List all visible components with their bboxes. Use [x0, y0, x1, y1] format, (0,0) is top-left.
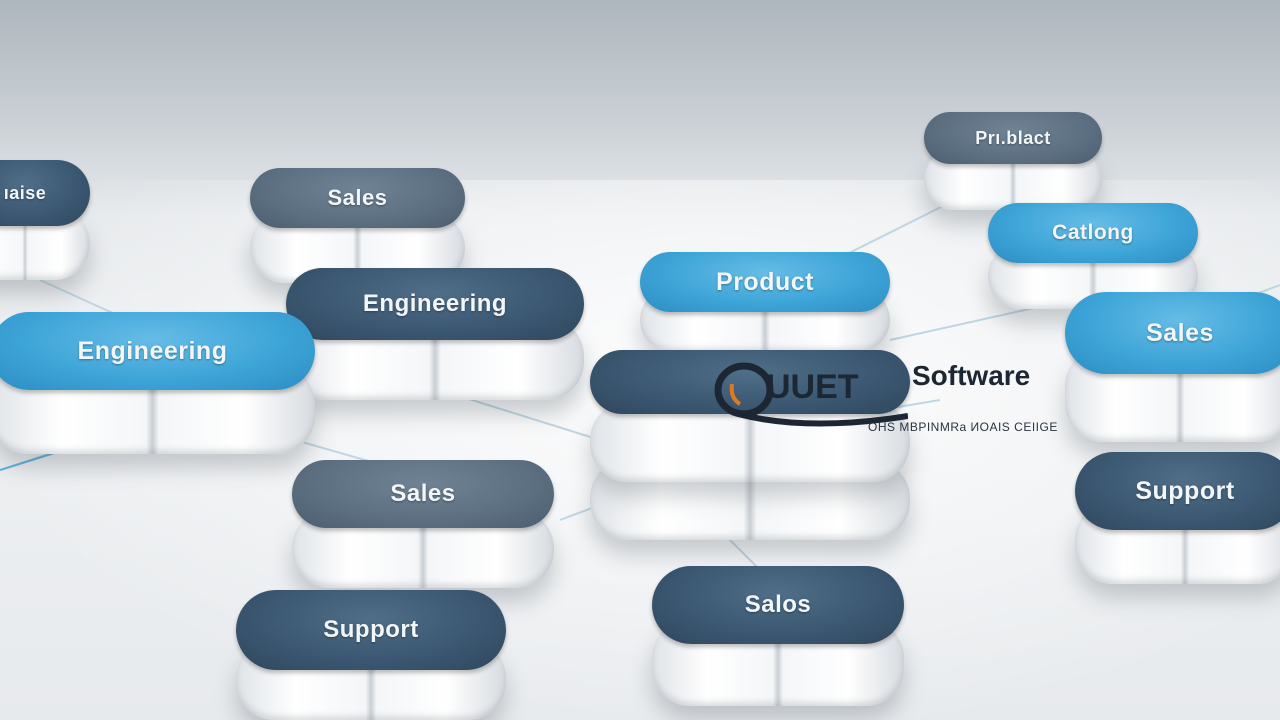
- node-product-small[interactable]: Prı.blact: [924, 112, 1102, 210]
- logo-mark-icon: UUET: [714, 362, 908, 427]
- node-label: Engineering: [286, 268, 584, 340]
- node-support-left[interactable]: Support: [236, 590, 506, 720]
- node-engineering-center[interactable]: Engineering: [286, 268, 584, 400]
- node-label: Engineering: [0, 312, 315, 390]
- node-label: Support: [236, 590, 506, 670]
- node-product[interactable]: Product: [640, 252, 890, 352]
- logo-tagline: OHS MBPINMRa ИOAIS CEIIGE: [868, 420, 1058, 434]
- node-partial-left[interactable]: ıaise: [0, 160, 90, 280]
- node-catalog[interactable]: Catlong: [988, 203, 1198, 309]
- node-hub-stack[interactable]: [590, 350, 910, 540]
- node-label: Catlong: [988, 203, 1198, 263]
- logo-wordmark: Software: [912, 360, 1031, 391]
- logo-mark-text: UUET: [766, 368, 859, 406]
- node-sales-top[interactable]: Sales: [250, 168, 465, 283]
- node-label: ıaise: [0, 160, 90, 226]
- node-label: Product: [640, 252, 890, 312]
- node-label: Sales: [250, 168, 465, 228]
- node-label: Prı.blact: [924, 112, 1102, 164]
- node-label: Salos: [652, 566, 904, 644]
- node-label: Support: [1075, 452, 1280, 530]
- node-label: Sales: [1065, 292, 1280, 374]
- node-label: Sales: [292, 460, 554, 528]
- software-logo: UUET Software OHS MBPINMRa ИOAIS CEIIGE: [700, 350, 1120, 440]
- node-engineering-left[interactable]: Engineering: [0, 312, 315, 454]
- node-sales-right[interactable]: Sales: [1065, 292, 1280, 442]
- node-sales-middle[interactable]: Sales: [292, 460, 554, 588]
- node-sales-bottom[interactable]: Salos: [652, 566, 904, 706]
- node-support-right[interactable]: Support: [1075, 452, 1280, 584]
